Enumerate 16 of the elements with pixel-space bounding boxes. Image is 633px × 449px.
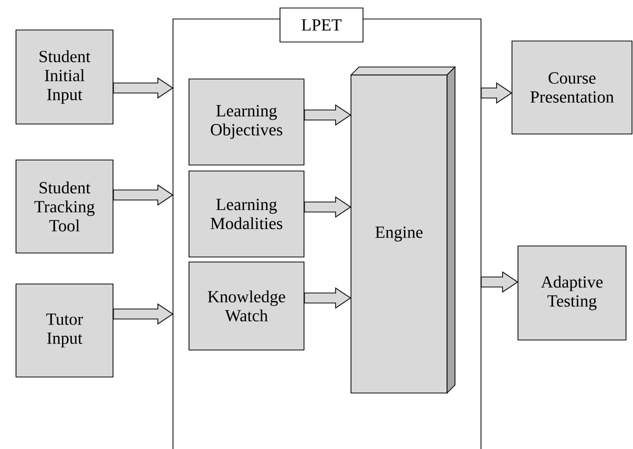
process-box: Knowledge Watch xyxy=(188,262,304,350)
process-box: Adaptive Testing xyxy=(518,246,626,340)
block-arrow xyxy=(304,287,352,309)
block-arrow xyxy=(113,303,174,325)
process-box: Tutor Input xyxy=(16,284,114,378)
block-arrow xyxy=(304,104,352,126)
block-arrow xyxy=(304,196,352,218)
block-arrow xyxy=(113,77,174,99)
process-box: Student Tracking Tool xyxy=(16,160,114,254)
process-box: Learning Objectives xyxy=(188,78,304,166)
process-box: Student Initial Input xyxy=(16,30,114,124)
block-arrow xyxy=(480,271,518,293)
process-box: Learning Modalities xyxy=(188,170,304,258)
block-arrow xyxy=(113,184,174,206)
process-box: Course Presentation xyxy=(512,40,632,134)
block-arrow xyxy=(480,82,512,104)
